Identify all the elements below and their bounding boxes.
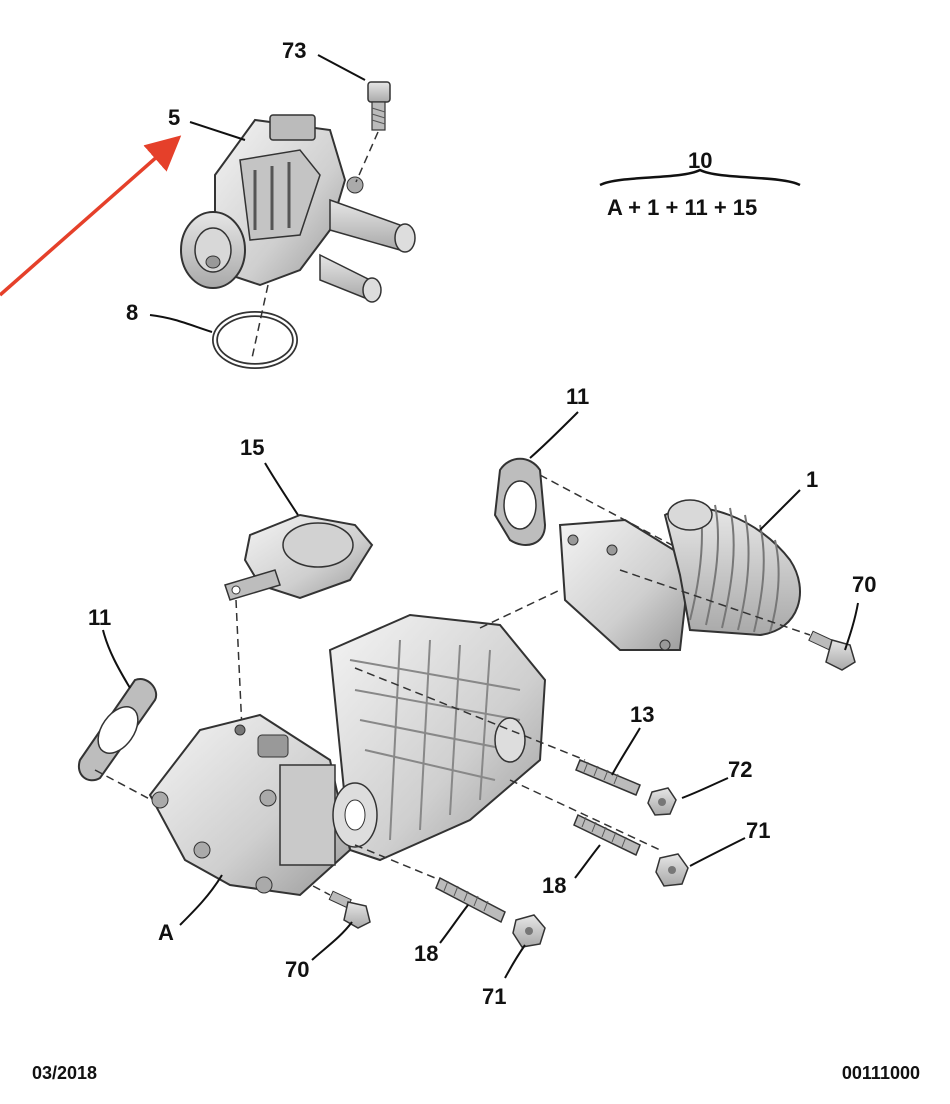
callout-18-right: 18	[542, 873, 566, 898]
callout-73: 73	[282, 38, 306, 63]
callout-72: 72	[728, 757, 752, 782]
gasket-part-11-top	[493, 457, 701, 561]
callout-71-bottom: 71	[482, 984, 506, 1009]
nut-part-71-right	[655, 853, 689, 887]
o-ring-part-8	[212, 284, 298, 369]
bolt-part-73	[355, 81, 391, 183]
egr-valve-part-5	[180, 114, 416, 303]
callout-a: A	[158, 920, 174, 945]
callout-5: 5	[168, 105, 180, 130]
stud-part-18-right	[573, 813, 641, 857]
callout-71-right: 71	[746, 818, 770, 843]
leader-lines	[102, 54, 859, 979]
footer-date: 03/2018	[32, 1063, 98, 1083]
bolt-part-70-right	[619, 569, 856, 671]
callout-70-bottom: 70	[285, 957, 309, 982]
nut-part-72	[647, 787, 677, 816]
nut-part-71-bottom	[512, 914, 546, 948]
callout-10: 10	[688, 148, 712, 173]
callout-15: 15	[240, 435, 264, 460]
footer-diagram-code: 00111000	[841, 1063, 920, 1083]
callout-11-left: 11	[88, 605, 111, 630]
callout-1: 1	[806, 467, 818, 492]
callout-18-bottom: 18	[414, 941, 438, 966]
actuator-part-15	[224, 513, 374, 731]
highlight-arrow	[0, 135, 182, 297]
stud-part-13	[575, 759, 641, 796]
callout-11-top: 11	[566, 384, 589, 409]
flexible-pipe-part-1	[558, 499, 801, 651]
egr-cooler-part-a	[148, 589, 661, 897]
callout-13: 13	[630, 702, 654, 727]
callout-70-right: 70	[852, 572, 876, 597]
stud-part-18-bottom	[435, 876, 506, 924]
bolt-part-70-bottom	[328, 890, 371, 929]
callout-8: 8	[126, 300, 138, 325]
group-brace-10	[599, 168, 801, 187]
callout-10-formula: A + 1 + 11 + 15	[607, 195, 757, 220]
